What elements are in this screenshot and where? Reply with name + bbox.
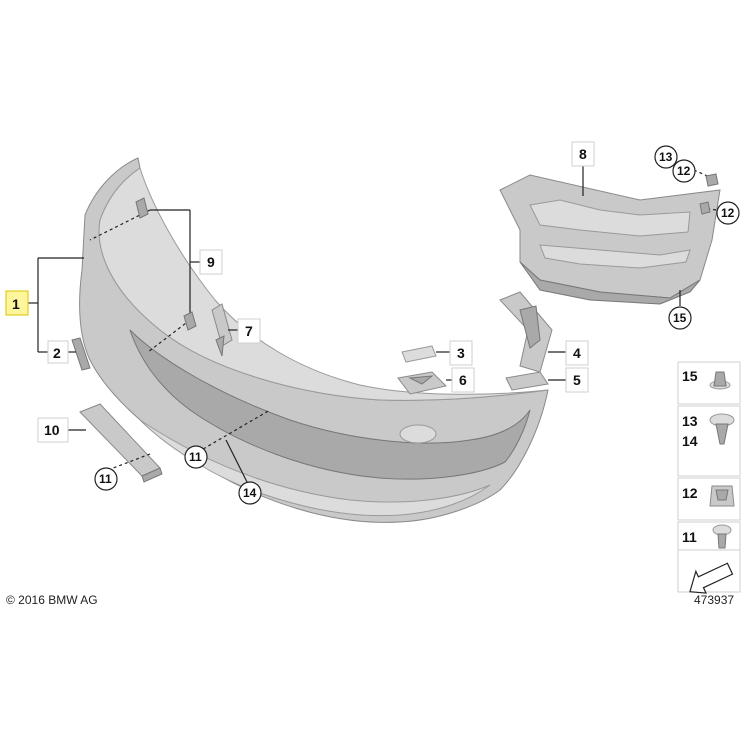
label-box-5 xyxy=(565,367,589,393)
label-4: 4 xyxy=(573,345,581,361)
label-15: 15 xyxy=(673,311,687,325)
circle-11a xyxy=(94,467,118,491)
clip-12a-glyph xyxy=(705,173,719,187)
label-9: 9 xyxy=(207,254,215,270)
label-box-8 xyxy=(571,141,595,167)
circle-15 xyxy=(668,306,692,330)
label-11a: 11 xyxy=(99,472,112,486)
legend-13: 13 xyxy=(682,413,698,429)
direction-arrow-icon xyxy=(689,562,734,594)
circle-11b xyxy=(184,445,208,469)
part-5-small-bracket[interactable] xyxy=(505,371,549,391)
label-3: 3 xyxy=(457,345,465,361)
part-3-cover[interactable] xyxy=(401,345,437,363)
label-box-6 xyxy=(451,367,475,393)
part-10-plate-base[interactable] xyxy=(79,403,163,483)
diagram-number: 473937 xyxy=(694,593,734,607)
leader-11b xyxy=(197,409,271,453)
circle-14 xyxy=(238,481,262,505)
fastener-15-icon xyxy=(709,371,731,390)
label-2: 2 xyxy=(53,345,61,361)
label-10: 10 xyxy=(44,422,60,438)
fastener-13-14-icon xyxy=(709,413,735,445)
legend-12: 12 xyxy=(682,485,698,501)
part-4-side-bracket[interactable] xyxy=(499,291,553,373)
label-box-9 xyxy=(199,249,223,275)
label-12a: 12 xyxy=(677,164,691,178)
label-box-3 xyxy=(449,340,473,366)
label-8: 8 xyxy=(579,146,587,162)
circle-12b xyxy=(716,201,740,225)
legend-11: 11 xyxy=(682,529,697,545)
label-box-7 xyxy=(237,318,261,344)
label-1: 1 xyxy=(12,296,20,312)
leader-1 xyxy=(28,257,84,353)
leader-9 xyxy=(89,197,200,353)
bumper-cover[interactable] xyxy=(79,157,549,523)
label-box-4 xyxy=(565,340,589,366)
label-14: 14 xyxy=(243,486,257,500)
label-box-10 xyxy=(37,417,69,443)
part-7-bracket[interactable] xyxy=(211,303,233,357)
label-box-1 xyxy=(5,290,29,316)
part-8-carrier[interactable] xyxy=(499,174,721,305)
leader-11a xyxy=(107,453,151,471)
clip-12b-glyph xyxy=(699,201,711,215)
label-11b: 11 xyxy=(189,450,202,464)
copyright-text: © 2016 BMW AG xyxy=(6,593,98,607)
legend-14: 14 xyxy=(682,433,698,449)
leader-12b xyxy=(703,207,717,211)
label-12b: 12 xyxy=(721,206,735,220)
label-5: 5 xyxy=(573,372,581,388)
label-13: 13 xyxy=(659,150,673,164)
legend-15: 15 xyxy=(682,368,698,384)
circle-13 xyxy=(654,145,678,169)
part-6-holder[interactable] xyxy=(397,371,447,395)
fastener-11-icon xyxy=(712,524,732,549)
part-2-trim[interactable] xyxy=(71,337,91,371)
label-6: 6 xyxy=(459,372,467,388)
label-box-2 xyxy=(47,340,69,364)
circle-12a xyxy=(672,159,696,183)
fastener-12-icon xyxy=(709,485,735,507)
leader-14 xyxy=(225,439,249,485)
fastener-legend: 15 13 14 12 11 xyxy=(677,361,741,594)
label-7: 7 xyxy=(245,323,253,339)
